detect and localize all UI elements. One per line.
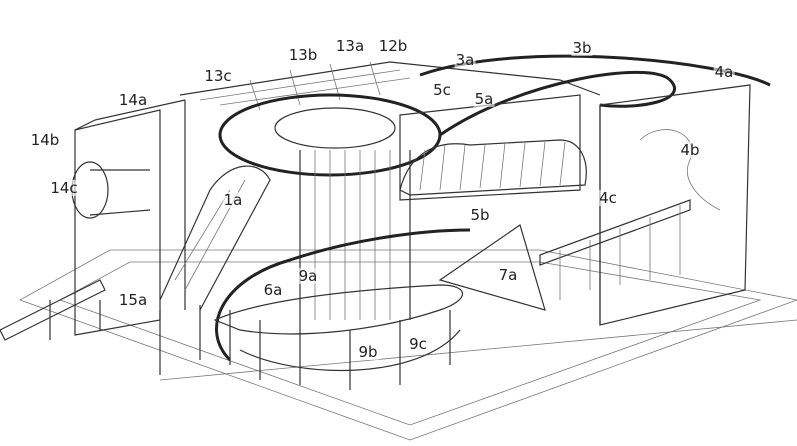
roof-grid xyxy=(179,61,601,111)
label-15a: 15a xyxy=(117,291,149,309)
label-12b: 12b xyxy=(377,37,409,55)
base-platform xyxy=(19,249,797,441)
label-4a: 4a xyxy=(713,63,735,81)
label-14c: 14c xyxy=(49,179,79,197)
label-5b: 5b xyxy=(469,206,491,224)
label-13b: 13b xyxy=(287,46,319,64)
label-6a: 6a xyxy=(262,281,284,299)
label-13c: 13c xyxy=(203,67,233,85)
label-14a: 14a xyxy=(117,91,149,109)
left-tower xyxy=(0,99,186,341)
label-3b: 3b xyxy=(571,39,593,57)
label-4b: 4b xyxy=(679,141,701,159)
label-4c: 4c xyxy=(598,189,618,207)
label-5c: 5c xyxy=(432,81,452,99)
tube-bridge xyxy=(399,94,587,201)
label-9b: 9b xyxy=(357,343,379,361)
label-9c: 9c xyxy=(408,335,428,353)
right-ramp xyxy=(539,199,691,300)
shade-panel xyxy=(438,224,546,311)
label-14b: 14b xyxy=(29,131,61,149)
label-13a: 13a xyxy=(334,37,366,55)
label-9a: 9a xyxy=(297,267,319,285)
support-posts xyxy=(49,300,451,390)
label-7a: 7a xyxy=(497,266,519,284)
label-5a: 5a xyxy=(473,90,495,108)
label-3a: 3a xyxy=(454,51,476,69)
winding-ramp xyxy=(213,228,471,372)
right-tower xyxy=(599,84,751,326)
slide xyxy=(159,165,271,311)
label-1a: 1a xyxy=(222,191,244,209)
